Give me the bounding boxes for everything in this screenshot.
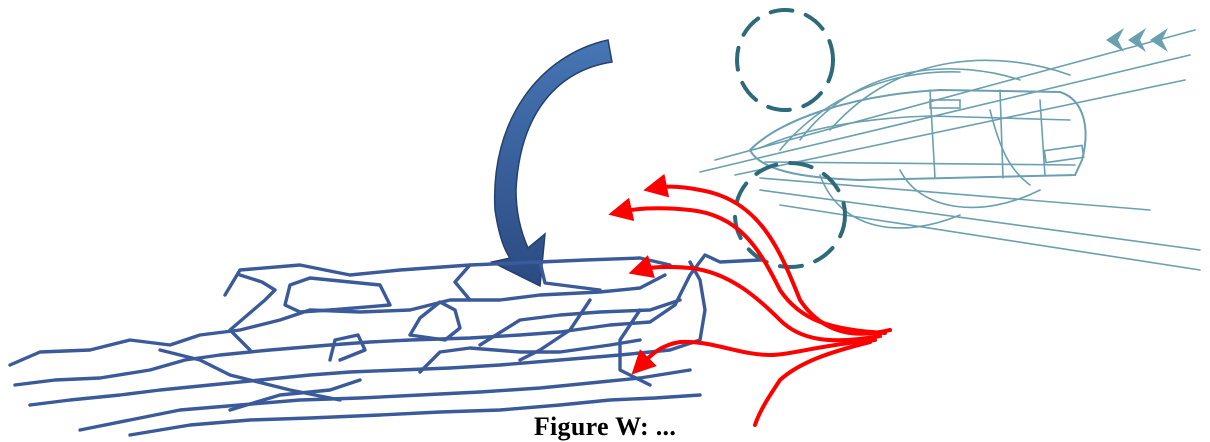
curved-arrow-icon	[492, 40, 612, 286]
chevron-arrows-icon	[1106, 28, 1168, 52]
fracture-network	[10, 255, 760, 435]
caption-text: Figure W: ...	[528, 412, 682, 442]
figure-caption: Figure W: ...	[0, 412, 1210, 442]
train-sketch	[700, 30, 1200, 270]
